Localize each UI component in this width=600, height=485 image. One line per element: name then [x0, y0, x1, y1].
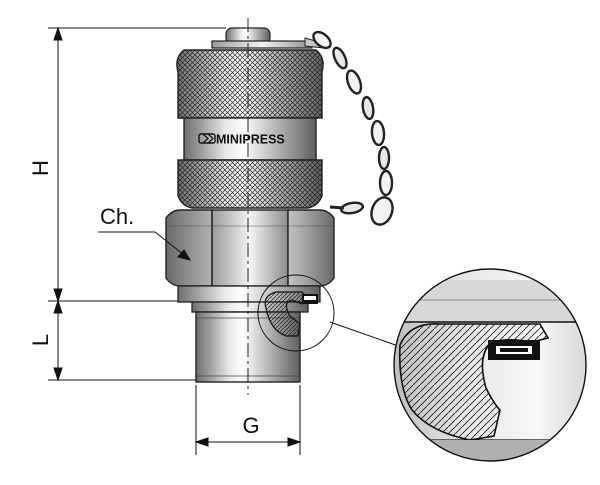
- fitting-body: MINIPRESS: [165, 18, 335, 395]
- section-cut-small: [257, 274, 335, 352]
- dimension-label-l: L: [28, 334, 53, 346]
- dimension-label-h: H: [28, 160, 53, 176]
- cap-collar: [211, 40, 313, 49]
- body-shoulder: [191, 301, 309, 313]
- detail-leader: [329, 321, 405, 349]
- detail-view: [393, 268, 587, 462]
- brand-name: MINIPRESS: [216, 133, 285, 147]
- retaining-chain: [312, 30, 394, 226]
- dimension-lines: [48, 26, 302, 455]
- dimension-label-g: G: [242, 413, 259, 438]
- brand-logo-icon: [198, 133, 216, 144]
- dimension-label-ch: Ch.: [100, 204, 134, 229]
- brand-band: [183, 117, 317, 161]
- hex-nut: [165, 209, 335, 287]
